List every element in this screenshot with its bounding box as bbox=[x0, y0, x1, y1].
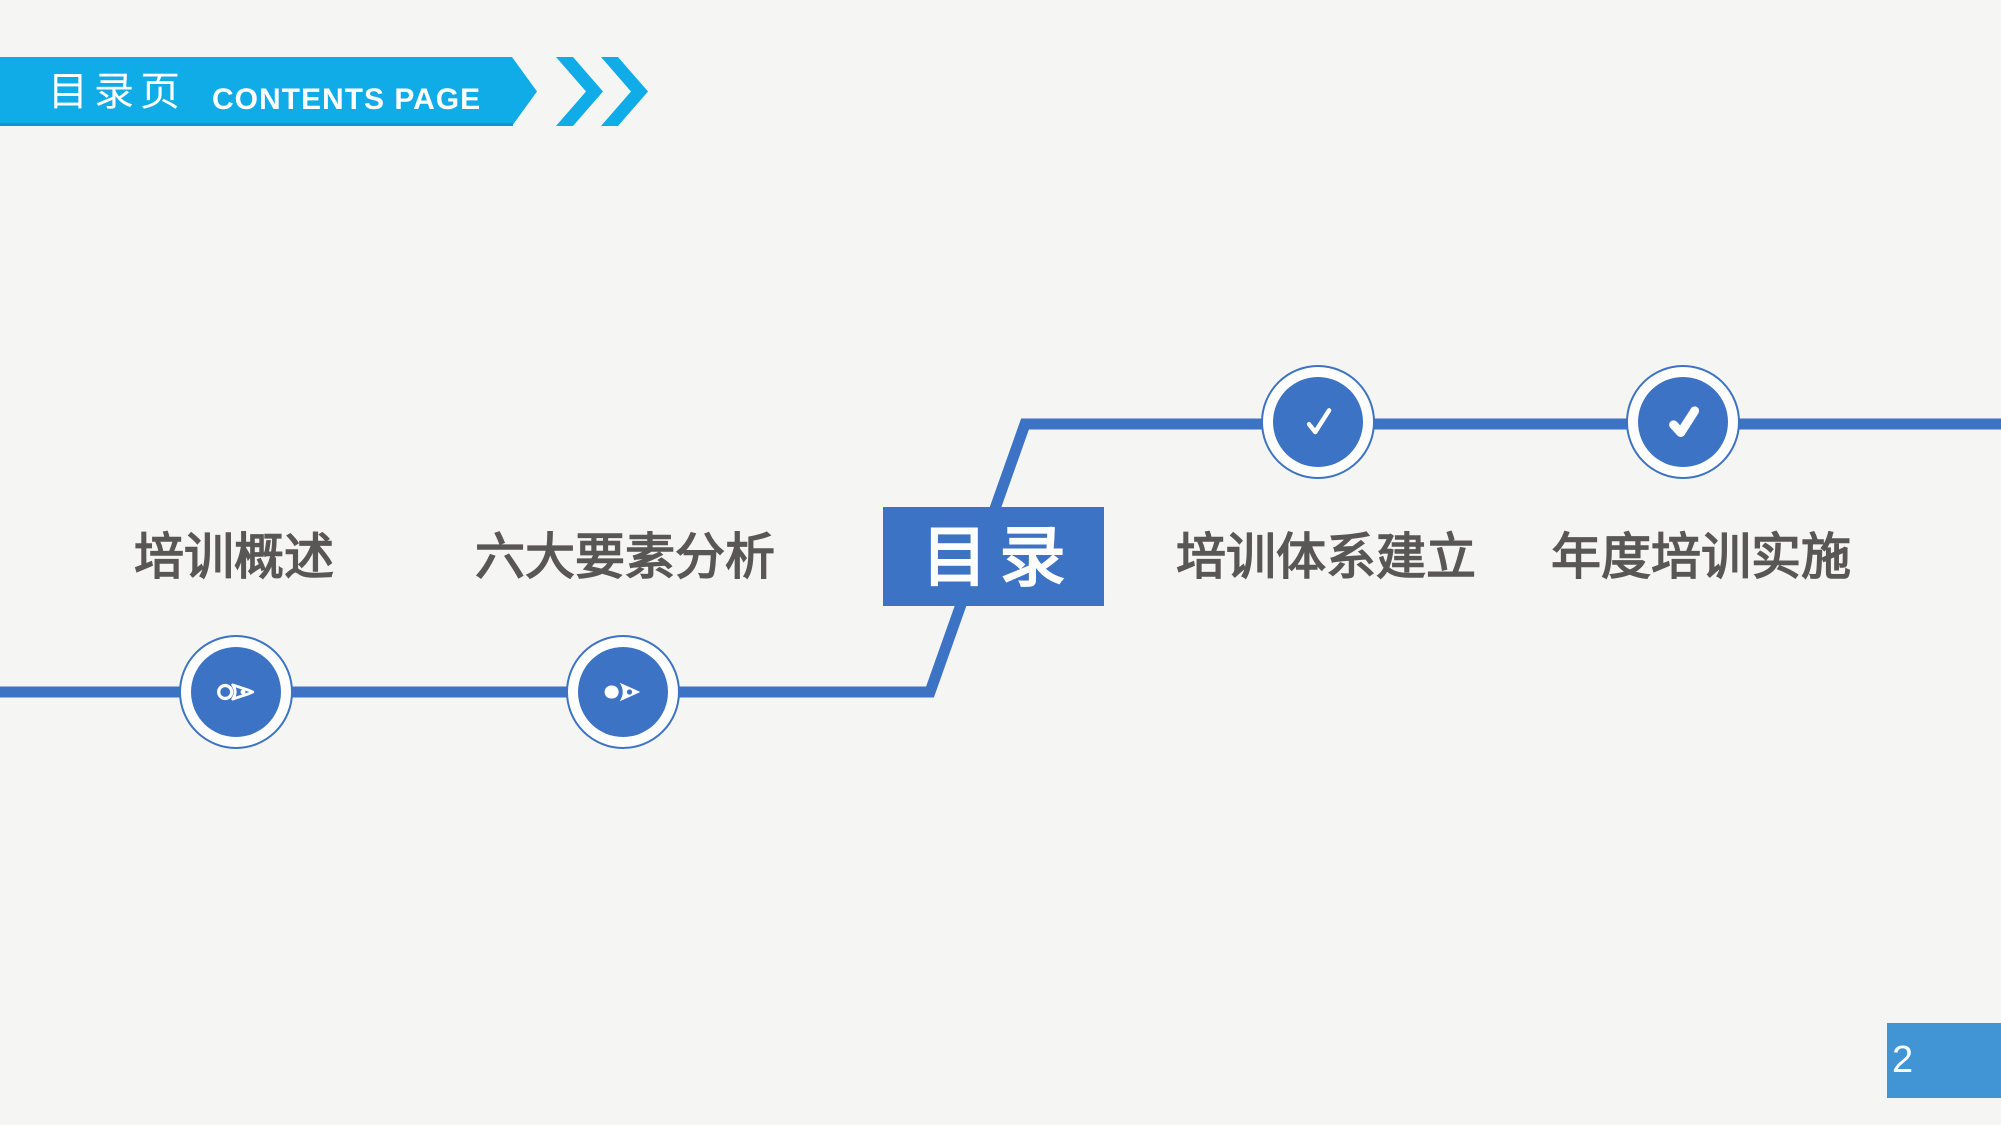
node-circle bbox=[1638, 377, 1728, 467]
node-circle bbox=[578, 647, 668, 737]
node-circle bbox=[1273, 377, 1363, 467]
timeline-node-training-overview bbox=[179, 635, 293, 749]
header-banner bbox=[0, 57, 648, 126]
check-icon bbox=[1306, 408, 1332, 435]
node-circle bbox=[191, 647, 281, 737]
pen-filled-icon bbox=[604, 682, 641, 702]
chevron-right-icon bbox=[601, 57, 648, 126]
toc-title: 目录 bbox=[921, 519, 1078, 594]
banner-arrow-shape bbox=[0, 57, 537, 126]
section-label-six-elements: 六大要素分析 bbox=[475, 529, 775, 585]
section-label-annual-training: 年度培训实施 bbox=[1551, 529, 1851, 585]
banner-bottom-edge bbox=[0, 123, 513, 126]
check-bold-icon bbox=[1669, 406, 1700, 437]
chevron-right-icon bbox=[556, 57, 603, 126]
page-number-badge: 2 bbox=[1887, 1023, 2001, 1098]
toc-title-box: 目录 bbox=[883, 507, 1104, 606]
timeline-node-annual-training bbox=[1626, 365, 1740, 479]
page-subtitle: CONTENTS PAGE bbox=[212, 83, 482, 116]
section-label-training-system: 培训体系建立 bbox=[1176, 529, 1476, 585]
pen-outline-icon bbox=[217, 683, 255, 701]
timeline-node-six-elements bbox=[566, 635, 680, 749]
page-title: 目录页 bbox=[48, 70, 186, 114]
timeline-node-training-system bbox=[1261, 365, 1375, 479]
section-label-training-overview: 培训概述 bbox=[134, 529, 334, 585]
